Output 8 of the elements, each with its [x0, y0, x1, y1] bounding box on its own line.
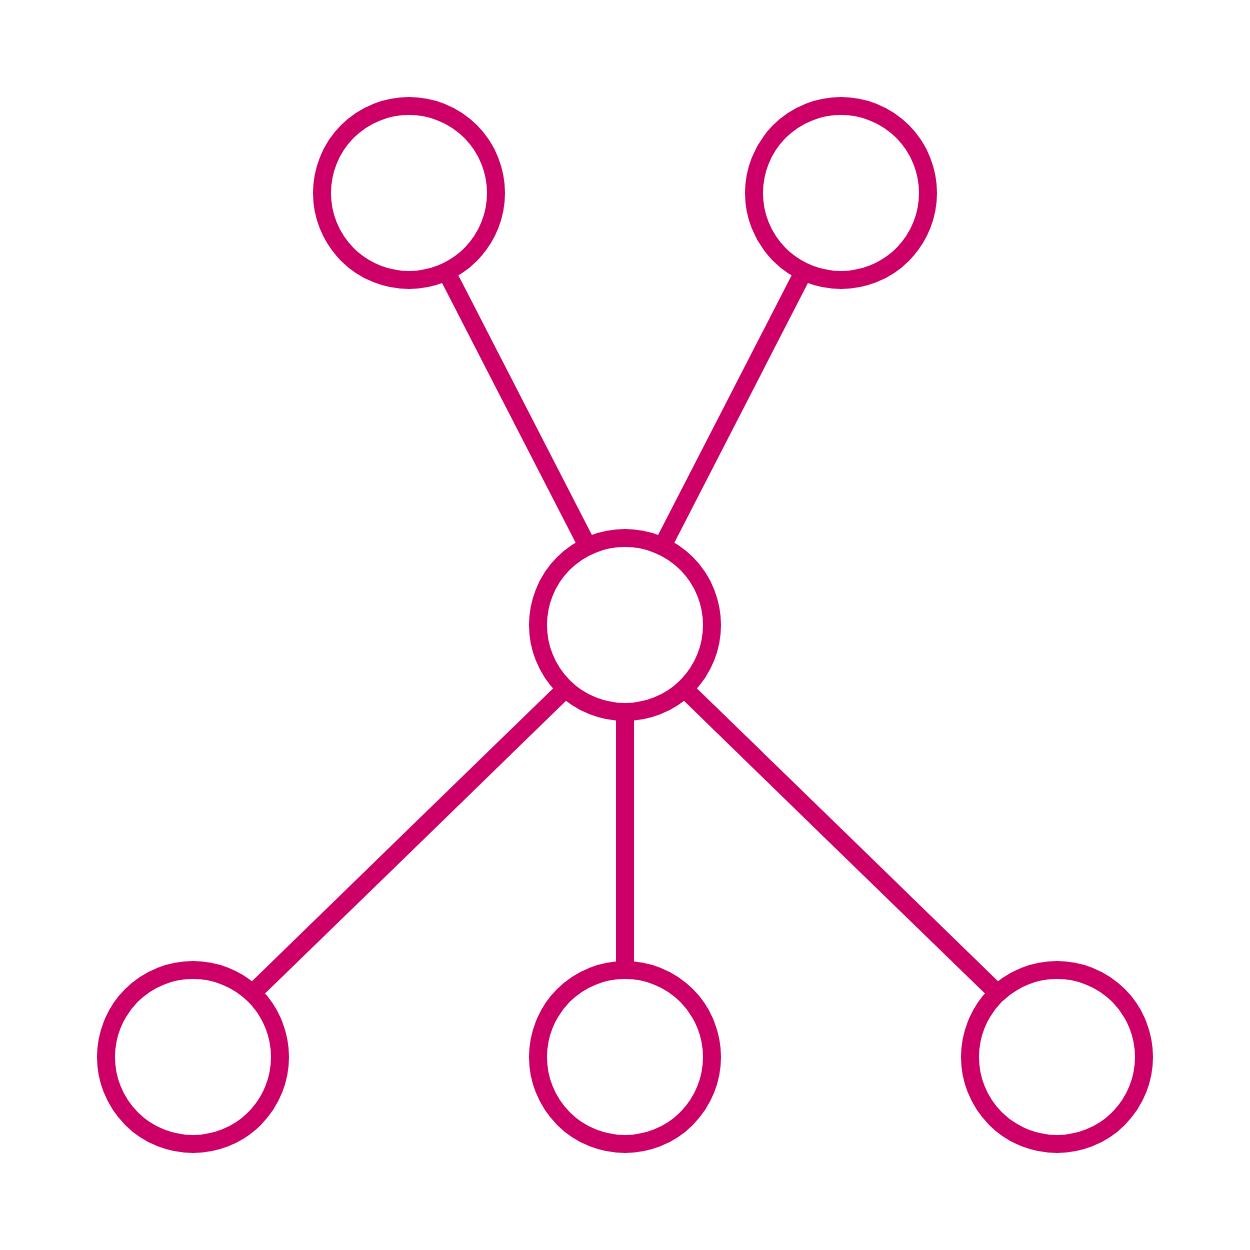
node-circle — [529, 529, 721, 721]
node-circle — [529, 961, 721, 1153]
connector — [246, 682, 572, 1000]
connector — [678, 682, 1004, 1000]
node-circle — [961, 961, 1153, 1153]
node-circle — [745, 97, 937, 289]
node-circle — [313, 97, 505, 289]
node-circle — [97, 961, 289, 1153]
